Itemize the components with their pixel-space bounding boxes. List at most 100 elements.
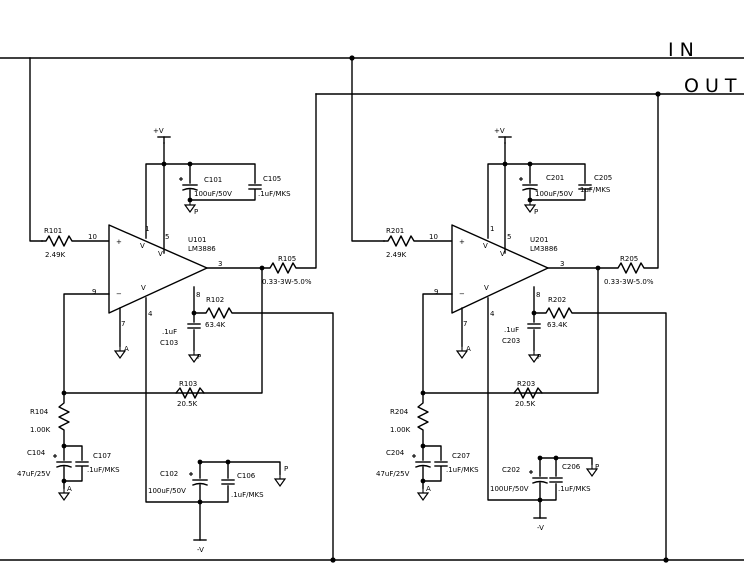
u201-part: LM3886: [530, 245, 558, 253]
u201-plus-mark: +: [459, 238, 465, 246]
u101-ref: U101: [188, 236, 206, 244]
r203-ref: R203: [517, 380, 535, 388]
u201-vminus: V: [484, 284, 489, 292]
r102-ref: R102: [206, 296, 224, 304]
resistor-r105: [261, 93, 317, 274]
resistor-r204: [417, 392, 429, 447]
r202-value: 63.4K: [547, 321, 568, 329]
cap-c204: [411, 453, 431, 468]
resistor-r104: [58, 392, 70, 447]
c205-value: 1uF/MKS: [580, 186, 611, 194]
c101-value: 100uF/50V: [194, 190, 232, 198]
r202-ref: R202: [548, 296, 566, 304]
c206-ref: C206: [562, 463, 581, 471]
u101-minus-mark: −: [116, 290, 122, 298]
gnd-p-c101: P: [194, 208, 198, 216]
u201-vminus-label: -V: [537, 524, 544, 532]
u101-plus-mark: +: [116, 238, 122, 246]
r203-value: 20.5K: [515, 400, 536, 408]
r101-value: 2.49K: [45, 251, 66, 259]
c102-value: 100uF/50V: [148, 487, 186, 495]
r205-ref: R205: [620, 255, 638, 263]
u101-pin-8: 8: [196, 291, 200, 299]
c202-value: 100UF/50V: [490, 485, 529, 493]
cap-c202: [528, 469, 548, 484]
u201-vplus-b: V: [500, 250, 505, 258]
r105-value: 0.33-3W-5.0%: [262, 278, 312, 286]
u101-part: LM3886: [188, 245, 216, 253]
gnd-a-u201: A: [466, 345, 471, 353]
u101-vminus: V: [141, 284, 146, 292]
opamp-u101: [108, 224, 208, 314]
u101-pin-3: 3: [218, 260, 222, 268]
gnd-p-c103: P: [197, 353, 201, 361]
c103-value: .1uF: [162, 328, 177, 336]
u201-pin-9: 9: [434, 288, 438, 296]
cap-c101: [178, 176, 198, 191]
gnd-a-u101: A: [124, 345, 129, 353]
cap-c203: [527, 323, 541, 329]
c102-ref: C102: [160, 470, 178, 478]
in-label: IN: [668, 39, 700, 61]
u101-vminus-label: -V: [197, 546, 204, 554]
c207-value: .1uF/MKS: [446, 466, 479, 474]
resistor-r205: [597, 93, 659, 274]
c203-ref: C203: [502, 337, 520, 345]
u101-pin-10: 10: [88, 233, 97, 241]
u201-vplus-label: +V: [494, 127, 505, 135]
u201-pin-1: 1: [490, 225, 494, 233]
c105-value: .1uF/MKS: [258, 190, 291, 198]
r105-ref: R105: [278, 255, 296, 263]
u101-pin-4: 4: [148, 310, 153, 318]
u101-pin-1: 1: [145, 225, 149, 233]
c101-ref: C101: [204, 176, 222, 184]
c105-ref: C105: [263, 175, 281, 183]
resistor-r201: [383, 235, 452, 247]
u101-vplus-label: +V: [153, 127, 164, 135]
cap-c106: [221, 479, 235, 485]
c207-ref: C207: [452, 452, 470, 460]
c203-value: .1uF: [504, 326, 519, 334]
gnd-a-c104: A: [67, 485, 72, 493]
u201-pin-4: 4: [490, 310, 495, 318]
u201-vplus-a: V: [483, 242, 488, 250]
c201-value: 100uF/50V: [535, 190, 573, 198]
c206-value: .1uF/MKS: [558, 485, 591, 493]
c106-value: .1uF/MKS: [231, 491, 264, 499]
cap-c206: [549, 477, 563, 483]
gnd-p-c203: P: [537, 353, 541, 361]
r205-value: 0.33-3W-5.0%: [604, 278, 654, 286]
r103-ref: R103: [179, 380, 197, 388]
c204-ref: C204: [386, 449, 405, 457]
channel-1: R101 2.49K 10 + − U101 LM3886 V V V 1 5 …: [17, 55, 355, 563]
c202-ref: C202: [502, 466, 520, 474]
u101-pin-7: 7: [121, 320, 125, 328]
resistor-r203: [513, 387, 543, 399]
c107-ref: C107: [93, 452, 111, 460]
c107-value: .1uF/MKS: [87, 466, 120, 474]
u101-vplus-a: V: [140, 242, 145, 250]
c201-ref: C201: [546, 174, 564, 182]
u201-pin-5: 5: [507, 233, 511, 241]
cap-c102: [188, 471, 208, 486]
gnd-a-c204: A: [426, 485, 431, 493]
r204-ref: R204: [390, 408, 409, 416]
u201-minus-mark: −: [459, 290, 465, 298]
u101-pin-9: 9: [92, 288, 96, 296]
r103-value: 20.5K: [177, 400, 198, 408]
out-label: OUT: [684, 75, 742, 97]
u201-ref: U201: [530, 236, 548, 244]
resistor-r202: [533, 307, 667, 561]
resistor-r102: [193, 307, 334, 561]
c104-value: 47uF/25V: [17, 470, 51, 478]
opamp-u201: [451, 224, 549, 314]
u101-vplus-b: V: [158, 250, 163, 258]
gnd-p-c106: P: [284, 465, 288, 473]
r101-ref: R101: [44, 227, 62, 235]
r104-ref: R104: [30, 408, 49, 416]
gnd-p-c206: P: [595, 463, 599, 471]
u201-pin-3: 3: [560, 260, 564, 268]
cap-c105: [248, 184, 262, 190]
resistor-r101: [41, 235, 109, 247]
